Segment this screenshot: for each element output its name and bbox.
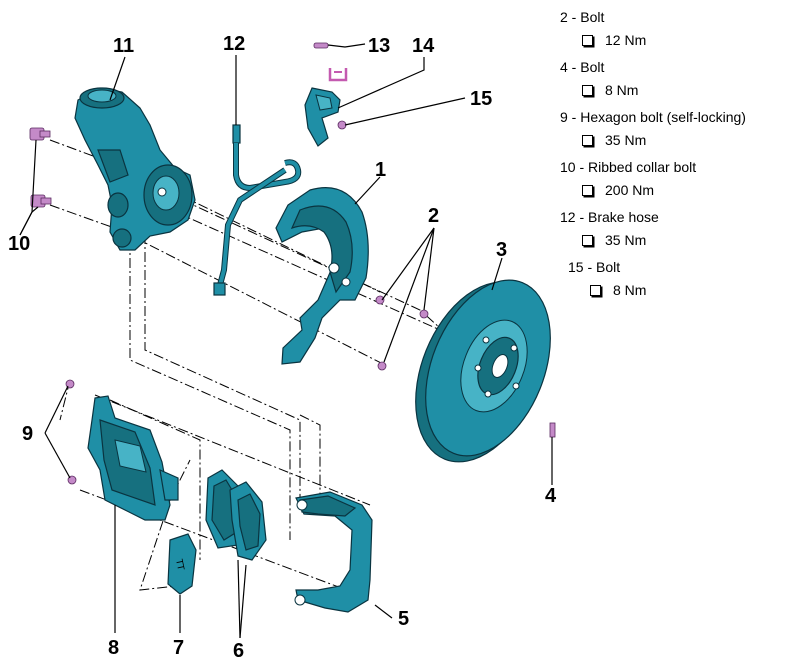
splash-plate: [275, 187, 369, 365]
callout-9: 9: [22, 423, 33, 445]
legend-item-spec: 8 Nm: [568, 278, 796, 302]
leader-lines: [19, 43, 553, 639]
callout-7: 7: [173, 637, 184, 659]
legend-item-title: 2 - Bolt: [560, 9, 605, 25]
legend-item-brake-hose-12: 12 - Brake hose 35 Nm: [560, 206, 796, 252]
checkbox-icon: [582, 35, 593, 46]
callout-6: 6: [233, 640, 244, 662]
legend-item-title: 12 - Brake hose: [560, 209, 659, 225]
bolts-10: [29, 127, 52, 208]
legend-item-bolt-15: 15 - Bolt 8 Nm: [560, 256, 796, 302]
checkbox-icon: [582, 85, 593, 96]
brake-hose: [213, 124, 302, 296]
legend-item-bolt-10: 10 - Ribbed collar bolt 200 Nm: [560, 156, 796, 202]
callout-15: 15: [470, 88, 492, 110]
legend-item-title: 15 - Bolt: [568, 259, 621, 275]
legend-item-bolt-9: 9 - Hexagon bolt (self-locking) 35 Nm: [560, 106, 796, 152]
legend-item-spec: 8 Nm: [560, 78, 796, 102]
legend-item-torque: 8 Nm: [605, 82, 639, 98]
callout-8: 8: [108, 637, 119, 659]
callout-11: 11: [113, 35, 134, 57]
checkbox-icon: [582, 135, 593, 146]
legend-item-torque: 35 Nm: [605, 132, 647, 148]
legend-item-torque: 12 Nm: [605, 32, 647, 48]
bolts-2: [375, 295, 429, 371]
callout-10: 10: [8, 233, 30, 255]
brake-pads: [205, 469, 267, 561]
callout-1: 1: [375, 159, 386, 181]
bolt-4: [549, 422, 556, 438]
legend-item-title: 10 - Ribbed collar bolt: [560, 159, 697, 175]
brake-disc: [415, 279, 551, 463]
callout-numbers: 11 12 13 14 15 1 2 3 4 5 6 7 8 9 10: [8, 33, 557, 662]
legend-item-spec: 200 Nm: [560, 178, 796, 202]
callout-13: 13: [368, 35, 390, 57]
callout-14: 14: [412, 35, 435, 57]
callout-4: 4: [545, 485, 557, 507]
bolt-15: [337, 120, 347, 130]
callout-3: 3: [496, 239, 507, 261]
bolts-9: [65, 379, 77, 485]
checkbox-icon: [582, 185, 593, 196]
checkbox-icon: [582, 235, 593, 246]
callout-12: 12: [223, 33, 245, 55]
legend-item-bolt-4: 4 - Bolt 8 Nm: [560, 56, 796, 102]
wheel-bearing-housing: [74, 87, 196, 251]
spring-clip: [328, 68, 348, 82]
pad-marking: TT: [173, 558, 185, 572]
legend-item-title: 9 - Hexagon bolt (self-locking): [560, 109, 746, 125]
legend-item-torque: 8 Nm: [613, 282, 647, 298]
legend-item-torque: 200 Nm: [605, 182, 655, 198]
brake-caliper: [87, 395, 179, 521]
legend-item-spec: 35 Nm: [560, 228, 796, 252]
legend-item-torque: 35 Nm: [605, 232, 647, 248]
wear-indicator-plate: TT: [167, 533, 197, 595]
checkbox-icon: [590, 285, 601, 296]
bolt-13: [313, 42, 329, 49]
legend-item-title: 4 - Bolt: [560, 59, 605, 75]
hose-bracket: [304, 87, 341, 147]
brake-carrier: [294, 491, 373, 613]
legend-item-bolt-2: 2 - Bolt 12 Nm: [560, 6, 796, 52]
callout-2: 2: [428, 205, 439, 227]
legend-item-spec: 35 Nm: [560, 128, 796, 152]
legend-item-spec: 12 Nm: [560, 28, 796, 52]
callout-5: 5: [398, 608, 409, 630]
torque-legend: 2 - Bolt 12 Nm 4 - Bolt 8 Nm 9 - Hexagon…: [560, 6, 796, 306]
